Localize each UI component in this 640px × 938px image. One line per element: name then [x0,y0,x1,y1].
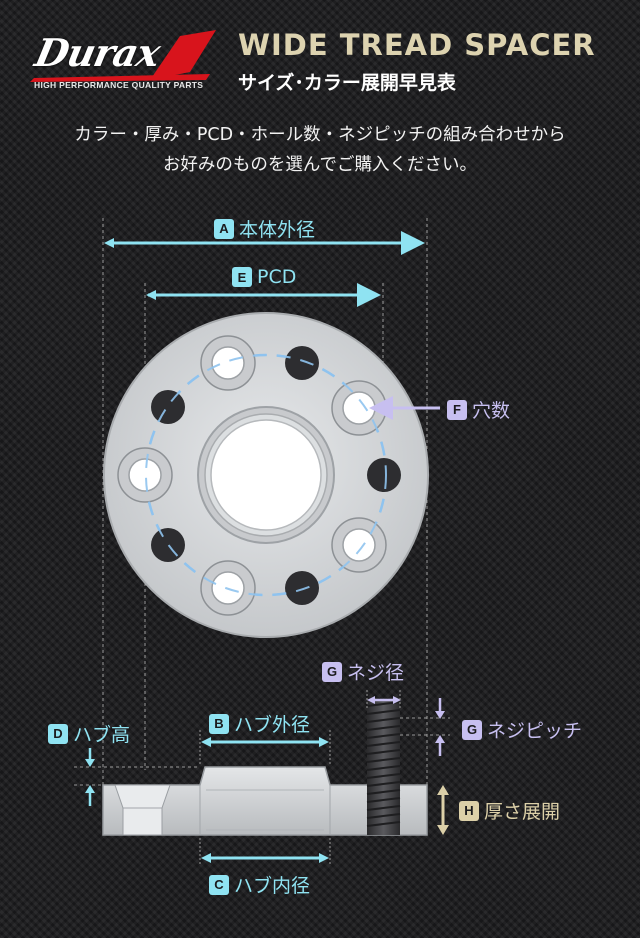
label-a-outer-diameter: A 本体外径 [214,215,315,242]
page-subtitle: サイズ･カラー展開早見表 [238,72,456,94]
badge-b: B [209,713,229,734]
logo-swoosh [30,30,216,82]
durax-logo: Durax HIGH PERFORMANCE QUALITY PARTS [30,28,220,98]
label-f-text: 穴数 [472,400,511,422]
label-g-thread-diameter: G ネジ径 [322,658,404,685]
badge-c: C [209,874,229,895]
label-c-text: ハブ内径 [234,875,311,897]
label-g-thread-pitch: G ネジピッチ [462,716,582,743]
bolt-holes [151,346,401,605]
badge-d: D [48,723,68,744]
bolt-threads [366,701,401,827]
logo-tagline: HIGH PERFORMANCE QUALITY PARTS [34,80,204,90]
label-b-text: ハブ外径 [234,714,311,736]
through-holes [117,335,387,616]
label-d-text: ハブ高 [73,724,131,746]
label-c-hub-inner: C ハブ内径 [209,871,310,898]
label-e-pcd: E PCD [232,266,296,288]
label-g-pitch-text: ネジピッチ [487,720,583,742]
page-title: WIDE TREAD SPACER [238,28,596,62]
label-b-hub-outer: B ハブ外径 [209,710,310,737]
label-a-text: 本体外径 [239,219,316,241]
badge-e: E [232,267,252,287]
intro-line-2: お好みのものを選んでご購入ください。 [162,155,478,175]
hub-bore [210,419,322,531]
label-h-thickness: H 厚さ展開 [459,797,560,824]
badge-f: F [447,399,467,420]
badge-g-pitch: G [462,719,482,740]
label-h-text: 厚さ展開 [484,801,561,823]
badge-g-diameter: G [322,661,342,682]
label-g-diameter-text: ネジ径 [347,662,405,684]
guide-lines [74,218,450,830]
label-e-text: PCD [257,266,297,288]
label-f-hole-count: F 穴数 [447,396,510,423]
label-d-hub-height: D ハブ高 [48,720,130,747]
intro-line-1: カラー・厚み・PCD・ホール数・ネジピッチの組み合わせから [74,125,566,145]
badge-a: A [214,218,234,239]
badge-h: H [459,800,479,821]
